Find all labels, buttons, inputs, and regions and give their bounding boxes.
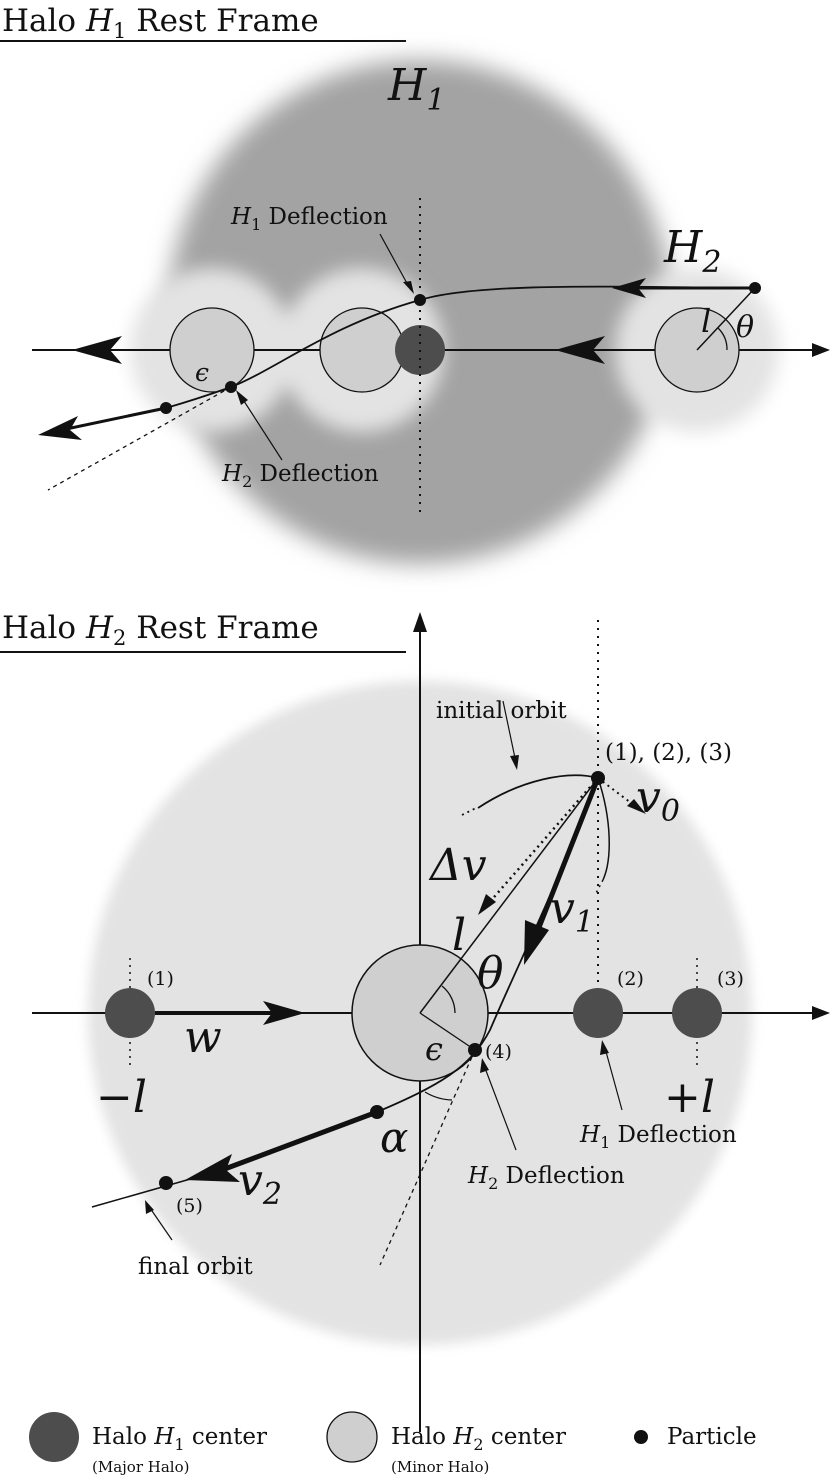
h1-deflection-label-frame2: H1 Deflection <box>579 1122 737 1152</box>
v1-label: v1 <box>550 883 594 940</box>
final-orbit-pointer-head <box>145 1200 154 1214</box>
frame1-undeflected-line <box>47 386 232 491</box>
h1-deflection-pointer <box>379 233 410 288</box>
minus-l-label: −l <box>96 1072 147 1123</box>
h2-position-1 <box>169 307 255 393</box>
frame1-particle-h2-deflection <box>225 381 237 393</box>
h2-deflection-pointer <box>241 397 283 461</box>
pt2-label: (2) <box>617 968 644 990</box>
initial-orbit-pointer-head <box>510 755 519 770</box>
frame1-orbit <box>165 285 756 409</box>
frame2-undeflected-line <box>379 1049 476 1266</box>
frame1-title: Halo H1 Rest Frame <box>2 3 319 43</box>
initial-orbit-pointer <box>502 700 516 759</box>
frame2-title: Halo H2 Rest Frame <box>2 610 319 650</box>
h1-big-label: H1 <box>387 60 445 118</box>
h1-deflection-pointer-head <box>403 281 414 294</box>
legend-particle-swatch <box>634 1430 648 1444</box>
h2-deflection-pointer-frame2-head <box>480 1058 489 1073</box>
frame1-particle-h1-deflection <box>414 294 426 306</box>
frame1-panel: Halo H1 Rest Frame H1 <box>0 3 830 564</box>
particle-point-1-2-3 <box>591 771 605 785</box>
final-orbit-pointer <box>149 1207 173 1241</box>
impact-parameter-line <box>419 777 599 1014</box>
frame2-panel: Halo H2 Rest Frame <box>0 610 830 1432</box>
h1-position-1 <box>105 988 155 1038</box>
w-label: w <box>184 1012 222 1063</box>
legend-particle-label: Particle <box>667 1424 757 1450</box>
h1-position-2 <box>573 988 623 1038</box>
legend-minor-halo-note: (Minor Halo) <box>391 1458 489 1476</box>
initial-orbit-return <box>597 777 610 881</box>
v2-label: v2 <box>238 1155 282 1212</box>
v0-arrowhead <box>627 799 646 814</box>
particle-mid <box>370 1105 384 1119</box>
alpha-label: α <box>380 1113 408 1162</box>
frame1-motion-arrow-right <box>555 336 605 364</box>
frame2-x-axis-arrowhead <box>812 1006 830 1020</box>
legend-major-halo-note: (Major Halo) <box>92 1458 189 1476</box>
frame1-theta-label: θ <box>736 310 754 345</box>
pt3-label: (3) <box>717 968 744 990</box>
legend: Halo H1 center (Major Halo) Halo H2 cent… <box>29 1411 757 1476</box>
frame1-initial-velocity-arrowhead <box>612 278 646 298</box>
particle-point-5 <box>159 1176 173 1190</box>
h2-deflection-label: H2 Deflection <box>221 461 379 491</box>
alpha-arc <box>424 1091 453 1101</box>
h1-deflection-pointer-frame2-head <box>600 1040 609 1055</box>
legend-minor-halo-swatch <box>326 1411 378 1463</box>
frame2-l-label: l <box>452 910 466 961</box>
final-orbit-line <box>91 1169 223 1208</box>
particle-point-4 <box>468 1043 482 1057</box>
frame1-epsilon-label: ϵ <box>195 358 209 387</box>
legend-minor-halo-label: Halo H2 center <box>391 1424 566 1454</box>
frame1-final-velocity-arrowhead <box>38 416 82 440</box>
initial-orbit-dots <box>461 807 477 816</box>
h2-deflection-pointer-head <box>236 390 248 405</box>
v0-arrow <box>597 777 636 807</box>
h1-position-3 <box>672 988 722 1038</box>
theta-arc <box>441 985 456 1014</box>
frame1-theta-arc <box>717 327 728 351</box>
points-123-label: (1), (2), (3) <box>605 740 732 766</box>
delta-v-label: Δv <box>428 840 487 891</box>
legend-major-halo-label: Halo H1 center <box>92 1424 267 1454</box>
frame1-motion-arrow-left <box>72 336 122 364</box>
epsilon-radius <box>419 1012 476 1051</box>
plus-l-label: +l <box>664 1072 715 1123</box>
h1-deflection-pointer-frame2 <box>604 1047 623 1111</box>
delta-v-arrowhead <box>478 894 496 915</box>
deflected-orbit-path <box>376 777 599 1113</box>
v1-arrowhead <box>524 920 549 965</box>
final-orbit-label: final orbit <box>138 1254 253 1280</box>
h2-big-label: H2 <box>663 222 721 280</box>
frame2-theta-label: θ <box>477 948 504 999</box>
w-velocity-arrowhead <box>263 1001 305 1025</box>
v0-label: v0 <box>636 772 680 829</box>
pt5-label: (5) <box>176 1195 203 1217</box>
legend-major-halo-swatch <box>29 1412 79 1462</box>
initial-orbit-label: initial orbit <box>436 698 567 724</box>
frame1-impact-line <box>696 287 756 351</box>
frame1-l-label: l <box>701 302 711 340</box>
frame1-particle-start <box>749 282 761 294</box>
delta-v-arrow <box>487 777 599 905</box>
frame2-epsilon-label: ϵ <box>425 1030 443 1068</box>
frame2-y-axis-arrowhead <box>413 612 427 632</box>
v2-arrowhead <box>185 1154 240 1182</box>
pt1-label: (1) <box>147 968 174 990</box>
frame1-axis-arrowhead <box>812 343 830 357</box>
h2-deflection-label-frame2: H2 Deflection <box>467 1163 625 1193</box>
v2-arrow <box>221 1109 378 1173</box>
h2-deflection-pointer-frame2 <box>484 1067 517 1151</box>
pt4-label: (4) <box>485 1041 512 1063</box>
h1-deflection-label: H1 Deflection <box>230 204 388 234</box>
initial-orbit-path <box>477 774 599 809</box>
frame1-particle-end <box>160 402 172 414</box>
